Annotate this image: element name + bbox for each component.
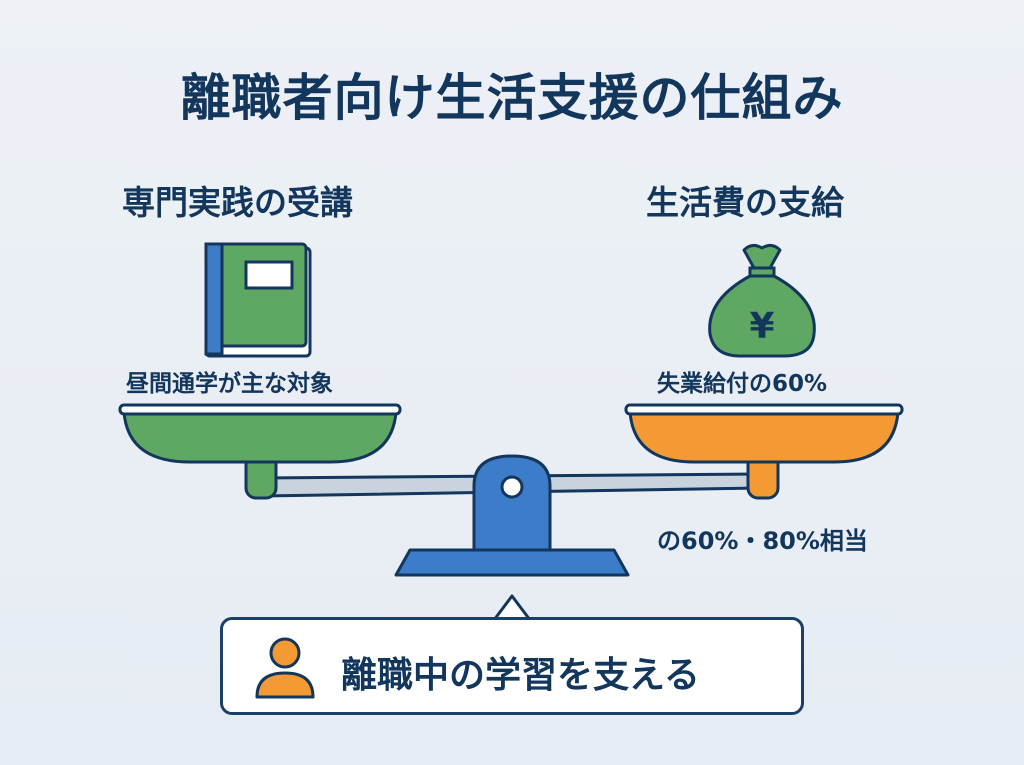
right-pan	[624, 403, 904, 464]
fulcrum	[394, 454, 630, 577]
book-icon	[204, 242, 312, 358]
callout-text: 離職中の学習を支える	[341, 655, 700, 696]
benefit-rate-note: の60%・80%相当	[657, 527, 868, 555]
yen-symbol: ¥	[749, 306, 774, 347]
left-heading: 専門実践の受講	[122, 183, 353, 222]
person-icon	[255, 637, 315, 699]
right-pan-caption: 失業給付の60%	[657, 371, 828, 397]
left-pan-caption: 昼間通学が主な対象	[126, 371, 333, 397]
left-pan	[118, 403, 402, 464]
right-heading: 生活費の支給	[646, 183, 844, 222]
callout-box: 離職中の学習を支える	[220, 617, 804, 715]
page-title: 離職者向け生活支援の仕組み	[180, 69, 844, 127]
money-bag-icon: ¥	[708, 243, 816, 358]
